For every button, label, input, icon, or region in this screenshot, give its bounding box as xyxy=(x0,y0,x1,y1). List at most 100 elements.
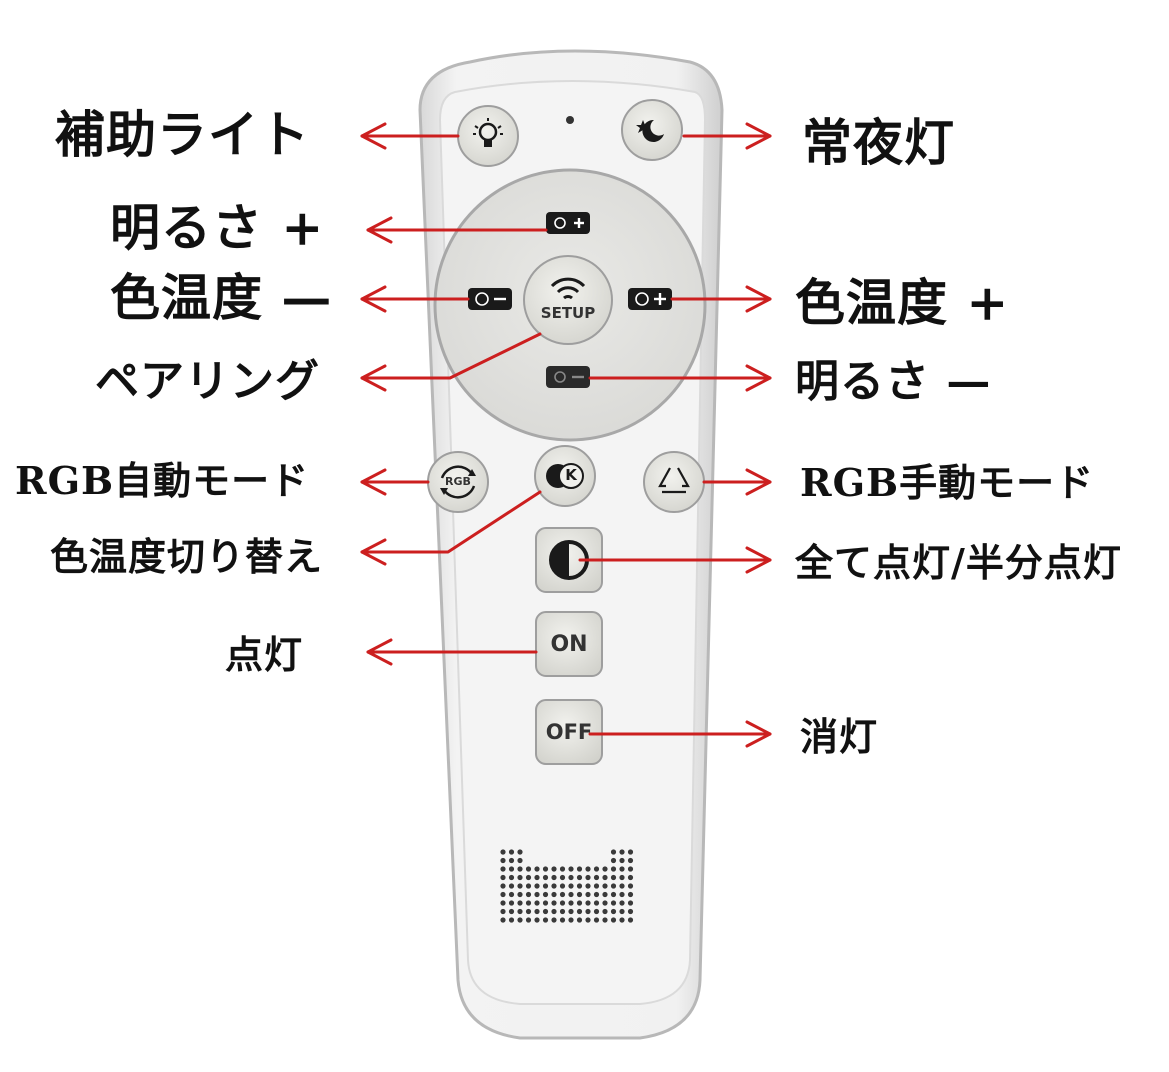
grille-hole xyxy=(576,891,583,898)
bulb-icon xyxy=(473,118,503,147)
grille-hole xyxy=(534,883,540,889)
assist-light-button[interactable] xyxy=(457,105,519,167)
grille-hole xyxy=(610,857,617,864)
grille-hole xyxy=(508,908,515,915)
arrow-light-off xyxy=(588,720,772,748)
grille-hole xyxy=(508,857,515,864)
grille-hole xyxy=(542,917,549,923)
grille-hole xyxy=(619,849,625,855)
setup-button[interactable] xyxy=(523,255,613,345)
grille-hole xyxy=(542,908,549,915)
grille-hole xyxy=(568,866,574,872)
brightness-down-button[interactable] xyxy=(546,366,590,388)
grille-hole xyxy=(627,917,634,923)
grille-hole xyxy=(568,874,574,881)
grille-hole xyxy=(500,866,506,872)
arrow-full-half xyxy=(578,546,772,574)
grille-hole xyxy=(576,866,583,872)
grille-hole xyxy=(534,866,540,872)
on-button[interactable] xyxy=(535,611,603,677)
grille-hole xyxy=(525,908,532,915)
grille-hole xyxy=(619,900,625,906)
grille-hole xyxy=(508,917,515,923)
grille-hole xyxy=(610,908,617,915)
grille-hole xyxy=(559,883,566,889)
grille-hole xyxy=(627,874,634,881)
grille-hole xyxy=(551,917,557,923)
grille-hole xyxy=(534,900,540,906)
grille-hole xyxy=(619,908,625,915)
grille-hole xyxy=(517,849,523,855)
recycle-rgb-icon xyxy=(658,467,690,494)
label-rgb-auto: RGB自動モード xyxy=(15,458,310,503)
grille-hole xyxy=(593,883,600,889)
grille-hole xyxy=(602,917,608,923)
temp-minus-icon xyxy=(475,292,506,306)
grille-hole xyxy=(500,908,506,915)
grille-hole xyxy=(602,883,608,889)
on-button-label: ON xyxy=(550,632,588,657)
grille-hole xyxy=(559,900,566,906)
grille-hole xyxy=(610,866,617,872)
grille-hole xyxy=(602,891,608,898)
arrow-pairing xyxy=(360,332,542,392)
k-toggle-icon xyxy=(546,463,584,489)
grille-hole xyxy=(525,883,532,889)
grille-hole xyxy=(525,891,532,898)
rgb-manual-button[interactable] xyxy=(643,451,705,513)
grille-hole xyxy=(627,857,634,864)
grille-hole xyxy=(551,891,557,898)
grille-hole xyxy=(593,908,600,915)
label-color-temp-up: 色温度 + xyxy=(795,273,1010,332)
grille-hole xyxy=(627,908,634,915)
grille-hole xyxy=(500,857,506,864)
grille-hole xyxy=(525,874,532,881)
grille-hole xyxy=(602,866,608,872)
brightness-up-button[interactable] xyxy=(546,212,590,234)
grille-hole xyxy=(619,866,625,872)
grille-hole xyxy=(576,908,583,915)
grille-hole xyxy=(551,900,557,906)
grille-hole xyxy=(500,891,506,898)
grille-hole xyxy=(517,891,523,898)
grille-hole xyxy=(585,900,591,906)
grille-hole xyxy=(517,874,523,881)
grille-hole xyxy=(593,866,600,872)
grille-hole xyxy=(525,900,532,906)
grille-hole xyxy=(551,908,557,915)
k-button-label: K xyxy=(565,466,577,484)
grille-hole xyxy=(542,883,549,889)
sun-plus-icon xyxy=(554,217,584,229)
grille-hole xyxy=(525,917,532,923)
grille-hole xyxy=(619,917,625,923)
off-button[interactable] xyxy=(535,699,603,765)
grille-hole xyxy=(508,900,515,906)
grille-hole xyxy=(517,883,523,889)
grille-hole xyxy=(508,866,515,872)
grille-hole xyxy=(500,883,506,889)
grille-hole xyxy=(619,874,625,881)
grille-hole xyxy=(517,908,523,915)
grille-hole xyxy=(627,900,634,906)
grille-hole xyxy=(542,900,549,906)
label-full-half: 全て点灯/半分点灯 xyxy=(795,540,1122,585)
grille-hole xyxy=(542,866,549,872)
grille-hole xyxy=(585,908,591,915)
grille-hole xyxy=(500,917,506,923)
arrow-brightness-up xyxy=(366,216,548,244)
off-button-label: OFF xyxy=(545,720,593,744)
temp-plus-icon xyxy=(635,292,666,306)
grille-hole xyxy=(576,883,583,889)
arrow-night-light xyxy=(682,122,772,150)
night-light-button[interactable] xyxy=(621,99,683,161)
grille-hole xyxy=(610,900,617,906)
arrow-rgb-auto xyxy=(360,468,430,496)
setup-button-label: SETUP xyxy=(540,304,596,322)
wifi-icon xyxy=(550,277,586,300)
grille-hole xyxy=(500,900,506,906)
grille-hole xyxy=(576,900,583,906)
grille-hole xyxy=(551,874,557,881)
grille-hole xyxy=(593,917,600,923)
grille-hole xyxy=(585,917,591,923)
